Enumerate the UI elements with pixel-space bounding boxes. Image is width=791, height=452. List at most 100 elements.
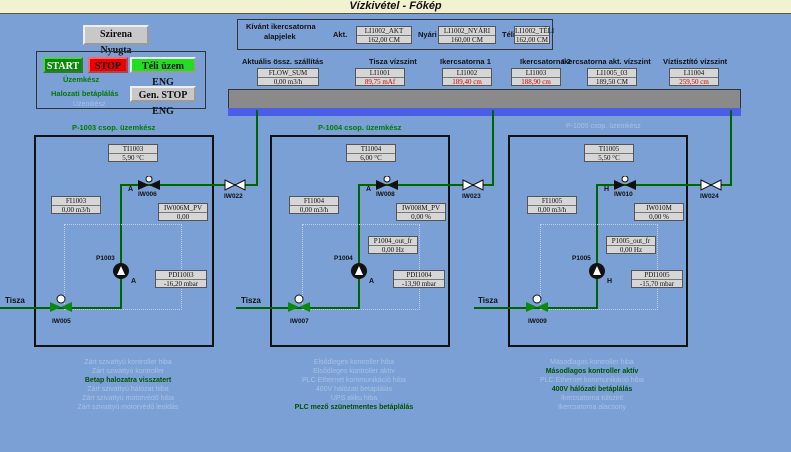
valve-top-mode-0: A <box>128 186 134 193</box>
setpoint-teli-label: Téli <box>502 30 515 39</box>
motor-valve-1[interactable] <box>374 175 400 192</box>
channel-water <box>228 108 741 116</box>
out-valve-1[interactable] <box>462 178 484 191</box>
pump-label-0: P1003 <box>96 255 115 262</box>
status-ready: Üzemkész <box>63 75 100 84</box>
valve-top-label-1: IW008 <box>376 191 395 198</box>
alarm-2-3: 400V hálózati betáplálás <box>551 386 633 393</box>
valve-top-mode-1: A <box>366 186 372 193</box>
out-valve-label-2: IW024 <box>700 193 719 200</box>
setpoint-akt-label: Akt. <box>333 30 348 39</box>
inlet-valve-2[interactable] <box>524 294 550 312</box>
out-valve-0[interactable] <box>224 178 246 191</box>
alarm-2-1: Másodlagos kontroller aktív <box>545 368 639 375</box>
control-panel <box>36 51 206 109</box>
setpoint-title-1: Kívánt ikercsatorna <box>246 22 316 31</box>
pdi-tag-1: PDI1004-13,90 mbar <box>393 270 445 288</box>
pump-area-1 <box>64 224 182 310</box>
winter-mode-button[interactable]: Téli üzem ENG <box>130 57 196 88</box>
pipe-3c <box>596 184 732 186</box>
pump-station-1 <box>34 135 214 347</box>
stop-button[interactable]: STOP <box>88 57 128 73</box>
pump-area-2 <box>302 224 420 310</box>
inlet-valve-1[interactable] <box>286 294 312 312</box>
out-valve-label-0: IW022 <box>224 193 243 200</box>
out-valve-2[interactable] <box>700 178 722 191</box>
alarm-1-4: UPS akku hiba <box>330 395 378 402</box>
start-button[interactable]: START <box>43 57 83 73</box>
top-tag-label-1: Tisza vízszint <box>369 57 417 66</box>
inlet-valve-label-0: IW005 <box>52 318 71 325</box>
top-tag-label-0: Aktuális össz. szállítás <box>242 57 324 66</box>
siren-reset-button[interactable]: Szirena Nyugta <box>83 25 149 56</box>
valve-top-label-0: IW006 <box>138 191 157 198</box>
inlet-pipe-2 <box>236 307 296 309</box>
group-label-p1004: P-1004 csop. üzemkész <box>318 123 402 132</box>
alarm-1-2: PLC Ethernet kommunikáció hiba <box>302 377 406 384</box>
tisza-label-1: Tisza <box>5 296 25 305</box>
tisza-label-2: Tisza <box>241 296 261 305</box>
setpoint-box <box>237 19 553 50</box>
alarm-1-5: PLC mező szünetmentes betáplálás <box>294 404 414 411</box>
pump-label-2: P1005 <box>572 255 591 262</box>
group-label-p1003: P-1003 csop. üzemkész <box>72 123 156 132</box>
alarm-0-5: Zárt szivattyú motorvédő leoldás <box>77 404 179 411</box>
pipe-3a <box>534 307 598 309</box>
motor-valve-0[interactable] <box>136 175 162 192</box>
gen-stop-button[interactable]: Gen. STOP ENG <box>130 86 196 117</box>
inlet-valve-label-2: IW009 <box>528 318 547 325</box>
pump-icon-1[interactable] <box>350 262 368 280</box>
group-label-p1005: P-1005 csop. üzemkész <box>566 123 641 130</box>
pipe-3b <box>596 184 598 309</box>
alarm-0-4: Zárt szivattyú motorvédő hiba <box>82 395 174 402</box>
top-tag-label-4: Ikercsatorna akt. vízszint <box>562 57 651 66</box>
pump-mode-2: H <box>607 278 613 285</box>
pump-icon-2[interactable] <box>588 262 606 280</box>
inlet-pipe-3 <box>474 307 534 309</box>
pump-area-3 <box>540 224 658 310</box>
tisza-label-3: Tisza <box>478 296 498 305</box>
out-valve-label-1: IW023 <box>462 193 481 200</box>
alarm-1-0: Elsődleges kontroller hiba <box>313 359 395 366</box>
alarm-0-3: Zárt szivattyú hálózat hiba <box>87 386 169 393</box>
pump-label-1: P1004 <box>334 255 353 262</box>
pump-mode-0: A <box>131 278 137 285</box>
window-title: Vízkivétel - Főkép <box>0 0 791 14</box>
top-tag-label-5: Víztisztító vízszint <box>663 57 728 66</box>
pdi-tag-2: PDI1005-15,70 mbar <box>631 270 683 288</box>
alarm-2-2: PLC Ethernet kommunikáció hiba <box>540 377 644 384</box>
alarm-0-2: Betap halozatra visszatert <box>84 377 172 384</box>
pump-icon-0[interactable] <box>112 262 130 280</box>
pipe-2d <box>492 110 494 186</box>
alarm-0-0: Zárt szivattyú kontroller hiba <box>84 359 172 366</box>
setpoint-nyari-label: Nyári <box>418 30 437 39</box>
pipe-2c <box>358 184 494 186</box>
pipe-3d <box>730 110 732 186</box>
pipe-2b <box>358 184 360 309</box>
inlet-valve-0[interactable] <box>48 294 74 312</box>
pdi-tag-0: PDI1003-16,20 mbar <box>155 270 207 288</box>
pipe-1d <box>256 110 258 186</box>
alarm-1-1: Elsődleges kontroller aktív <box>313 368 395 375</box>
motor-valve-2[interactable] <box>612 175 638 192</box>
pipe-1a <box>60 307 122 309</box>
valve-top-label-2: IW010 <box>614 191 633 198</box>
alarm-2-5: Ikercsatorna alacsony <box>557 404 627 411</box>
alarm-2-0: Másodlagos kontroller hiba <box>550 359 634 366</box>
top-tag-label-2: Ikercsatorna 1 <box>440 57 491 66</box>
pipe-2a <box>296 307 360 309</box>
alarm-0-1: Zárt szivattyú kontroller <box>91 368 165 375</box>
pump-station-2 <box>270 135 450 347</box>
